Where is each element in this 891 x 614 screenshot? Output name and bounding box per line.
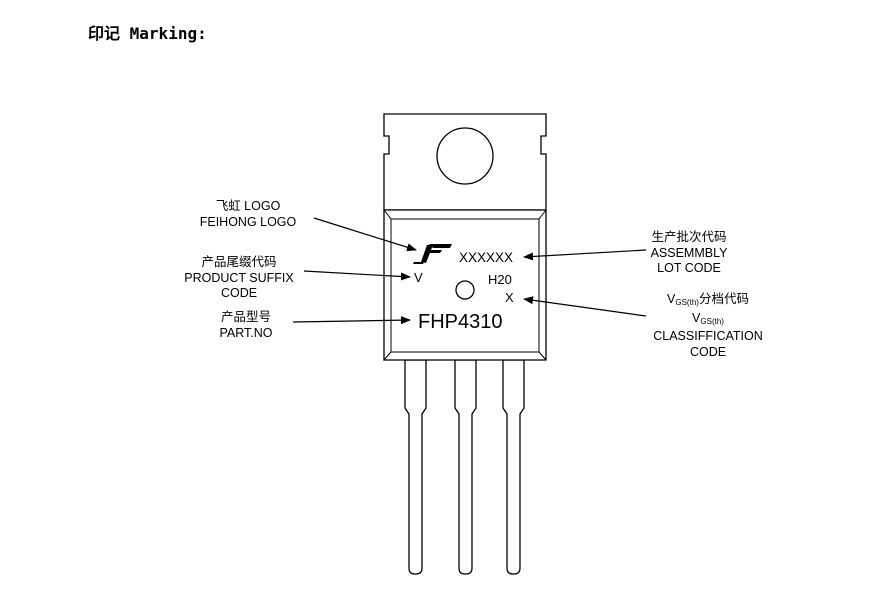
label-feihong-logo-en: FEIHONG LOGO [199, 214, 297, 229]
label-product-suffix-cn: 产品尾缀代码 [201, 255, 277, 269]
label-vgs-en2: CODE [689, 344, 727, 359]
label-part-no-cn: 产品型号 [220, 310, 271, 324]
vgs-class-mark: X [505, 290, 514, 305]
package-tab [383, 113, 547, 211]
package-body [383, 209, 547, 361]
heading-cjk: 印记 [88, 24, 121, 43]
label-product-suffix-en1: PRODUCT SUFFIX [184, 270, 294, 285]
label-vgs-line2: VGS(th) [692, 310, 724, 326]
mounting-hole [436, 127, 494, 185]
label-part-no-en: PART.NO [219, 325, 273, 340]
lead-1 [404, 359, 427, 575]
heading-text: Marking: [129, 24, 207, 43]
label-assembly-lot-code-cn: 生产批次代码 [651, 230, 727, 244]
lead-2 [454, 359, 477, 575]
leader-arrows [292, 217, 647, 325]
arrow-lot [523, 249, 647, 261]
label-part-no: 产品型号 PART.NO [206, 310, 286, 341]
lead-3 [502, 359, 525, 575]
arrow-suffix [303, 270, 411, 281]
section-heading: 印记 Marking: [88, 20, 207, 44]
arrow-partno [292, 316, 411, 325]
label-vgs-en1: CLASSIFFICATION [653, 329, 763, 343]
label-feihong-logo-cn: 飞虹 LOGO [215, 199, 281, 213]
label-product-suffix-en2: CODE [220, 286, 258, 300]
package-leads [404, 359, 525, 575]
feihong-logo [413, 244, 452, 264]
label-vgs-classification: VGS(th)分档代码 VGS(th) CLASSIFFICATION CODE [644, 292, 772, 360]
label-assembly-lot-code-en2: LOT CODE [657, 261, 721, 275]
arrow-vgs [523, 296, 647, 317]
label-feihong-logo: 飞虹 LOGO FEIHONG LOGO [190, 199, 306, 230]
label-assembly-lot-code: 生产批次代码 ASSEMMBLY LOT CODE [632, 230, 746, 277]
part-number-mark: FHP4310 [418, 311, 503, 333]
lot-code-mark: XXXXXX [459, 250, 513, 265]
arrow-logo [313, 217, 417, 252]
label-product-suffix: 产品尾缀代码 PRODUCT SUFFIX CODE [176, 255, 302, 302]
label-assembly-lot-code-en1: ASSEMMBLY [650, 245, 728, 260]
suffix-mark: V [414, 270, 423, 285]
date-code-mark: H20 [488, 272, 512, 287]
label-vgs-line1: VGS(th)分档代码 [667, 292, 749, 307]
ejector-pin-mark [455, 280, 475, 300]
